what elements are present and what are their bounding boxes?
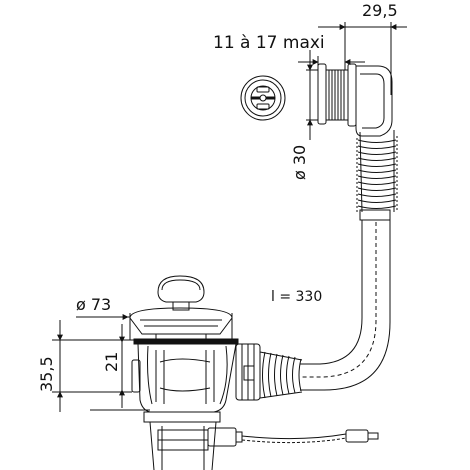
inner-height-label: 21	[102, 351, 121, 372]
thickness-label: 11 à 17 maxi	[213, 33, 325, 53]
hose-length-label: l = 330	[271, 289, 323, 305]
dimension-overflow-diameter	[306, 50, 318, 140]
dimension-width-top	[318, 22, 407, 95]
overflow-body	[317, 63, 393, 137]
overflow-cover	[240, 75, 286, 121]
total-height-label: 35,5	[37, 356, 56, 392]
strainer-diameter-label: ø 73	[76, 295, 112, 314]
bath-wall	[133, 338, 239, 345]
dimension-strainer-diameter	[76, 313, 233, 340]
width-label: 29,5	[362, 1, 398, 20]
horizontal-hose	[235, 343, 303, 401]
overflow-diameter-label: ø 30	[290, 144, 309, 180]
dimension-thickness	[298, 56, 365, 70]
connection-tube	[300, 220, 391, 391]
control-cable	[241, 429, 379, 444]
dimension-heights	[52, 320, 150, 412]
waste-body	[131, 343, 243, 470]
vertical-hose	[356, 130, 398, 221]
strainer-plug	[129, 275, 233, 343]
